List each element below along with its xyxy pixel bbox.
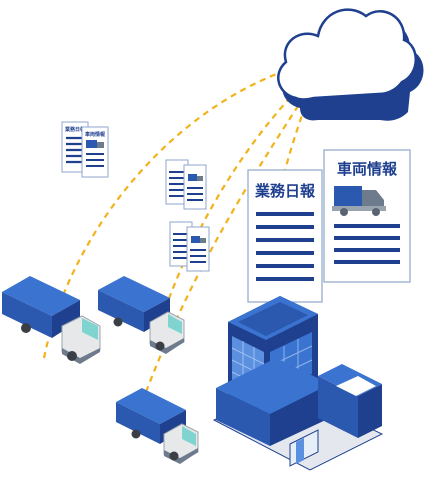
truck-icon [332,186,386,216]
mini-daily-report-title: 業務日報 [64,126,86,133]
line-truck-left-to-cloud [42,56,329,359]
vehicle-info-document: 車両情報 [323,149,411,283]
daily-report-title: 業務日報 [254,182,316,200]
vehicle-info-title: 車両情報 [337,160,398,178]
mini-vehicle-info-title: 車両情報 [85,131,106,138]
floating-document-pair-1: 業務日報 車両情報 [61,121,109,178]
floating-document-pair-2 [165,159,207,210]
document-icon: 車両情報 [81,126,109,178]
document-icon [165,159,189,205]
floating-document-pair-3 [169,221,210,272]
document-icon [186,226,210,272]
cloud-icon [277,8,424,121]
truck-icon [116,388,199,464]
office-building-icon [212,296,384,471]
document-icon [183,164,207,210]
daily-report-document: 業務日報 [247,169,323,303]
truck-icon [98,276,185,354]
truck-icon [2,276,101,364]
